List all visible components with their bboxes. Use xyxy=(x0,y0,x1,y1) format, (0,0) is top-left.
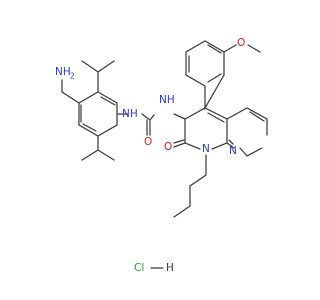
pyridone-ring-bonds xyxy=(173,107,228,150)
ring-n1-label: N xyxy=(202,143,210,155)
lactam-oxygen-label: O xyxy=(164,141,172,153)
atom-labels: NH 2 NH O NH O O N N Cl H xyxy=(55,37,245,274)
chemical-structure-drawing: NH 2 NH O NH O O N N Cl H xyxy=(55,37,268,274)
pyridine-ring-bonds xyxy=(226,107,268,157)
salt-hydrogen-label: H xyxy=(166,262,174,274)
methoxyphenyl-ring-bonds xyxy=(185,40,225,111)
top-isopropyl-bonds xyxy=(81,60,115,93)
urea-bonds xyxy=(116,113,155,136)
pyridine-inner-double xyxy=(228,111,265,145)
urea-right-nh-label: NH xyxy=(159,94,175,106)
methoxyphenyl-inner-double xyxy=(188,44,222,83)
lactam-carbonyl-bonds xyxy=(173,139,186,148)
amine-hydrogen-count: 2 xyxy=(70,72,75,81)
butyl-chain-bonds xyxy=(173,154,207,218)
aminomethyl-bonds xyxy=(61,79,80,104)
urea-left-nh-label: NH xyxy=(122,108,138,120)
ring-n8-label: N xyxy=(229,145,237,157)
amine-nitrogen-label: NH xyxy=(55,66,71,78)
urea-oxygen-label: O xyxy=(144,136,152,148)
bond-lines xyxy=(61,40,268,269)
bottom-isopropyl-bonds xyxy=(81,135,115,161)
methoxy-bonds xyxy=(223,44,261,53)
left-ring-inner-bonds xyxy=(80,96,116,132)
pyridone-inner-double xyxy=(207,112,225,123)
methoxy-oxygen-label: O xyxy=(237,37,245,49)
salt-chlorine-label: Cl xyxy=(134,262,144,274)
left-ring-bonds xyxy=(78,91,118,137)
